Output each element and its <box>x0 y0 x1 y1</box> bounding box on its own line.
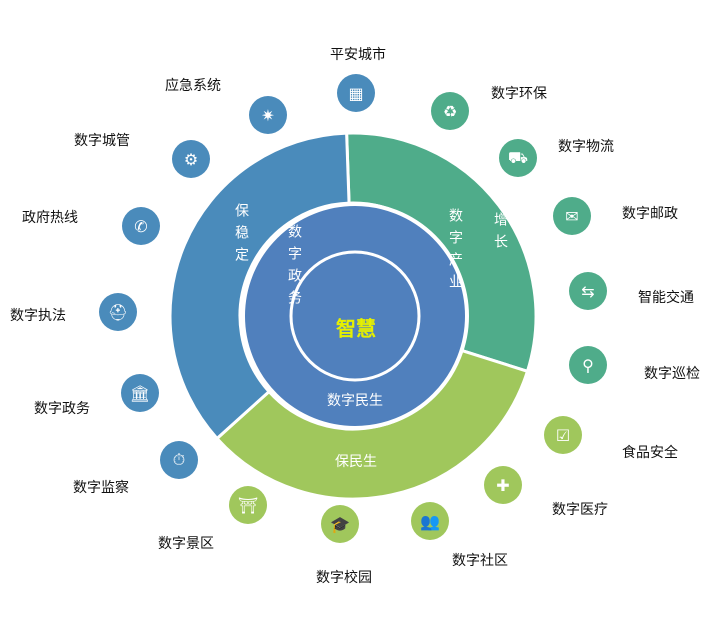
community-people-icon[interactable]: 👥 <box>411 502 449 540</box>
item-label[interactable]: 政府热线 <box>22 210 78 226</box>
item-label[interactable]: 数字校园 <box>316 570 372 586</box>
stopwatch-icon[interactable]: ⏱ <box>160 441 198 479</box>
item-label[interactable]: 应急系统 <box>165 78 221 94</box>
outer-label-stability: 保稳定 <box>233 203 249 269</box>
building-icon[interactable]: ▦ <box>337 74 375 112</box>
item-label[interactable]: 数字政务 <box>34 401 90 417</box>
item-label[interactable]: 数字医疗 <box>552 502 608 518</box>
government-building-icon[interactable]: 🏛 <box>121 374 159 412</box>
item-label[interactable]: 数字巡检 <box>644 366 700 382</box>
police-cap-icon[interactable]: ⛑ <box>99 293 137 331</box>
postal-icon[interactable]: ✉ <box>553 197 591 235</box>
item-label[interactable]: 平安城市 <box>330 47 386 63</box>
center-circle <box>289 250 421 382</box>
item-label[interactable]: 数字城管 <box>74 133 130 149</box>
medical-kit-icon[interactable]: ✚ <box>484 466 522 504</box>
inner-label-digital-livelihood: 数字民生 <box>327 393 383 409</box>
phone-icon[interactable]: ✆ <box>122 207 160 245</box>
item-label[interactable]: 数字监察 <box>73 480 129 496</box>
item-label[interactable]: 数字社区 <box>452 553 508 569</box>
item-label[interactable]: 数字环保 <box>491 86 547 102</box>
alarm-light-icon[interactable]: ✷ <box>249 96 287 134</box>
signpost-icon[interactable]: ⇆ <box>569 272 607 310</box>
outer-label-growth: 增长 <box>492 212 508 256</box>
pavilion-icon[interactable]: ⛩ <box>229 486 267 524</box>
item-label[interactable]: 数字邮政 <box>622 206 678 222</box>
item-label[interactable]: 数字执法 <box>10 308 66 324</box>
segment-stability <box>168 131 351 441</box>
item-label[interactable]: 食品安全 <box>622 445 678 461</box>
item-label[interactable]: 数字物流 <box>558 139 614 155</box>
center-title: 智慧 <box>336 316 376 341</box>
truck-icon[interactable]: ⛟ <box>499 139 537 177</box>
outer-label-livelihood: 保民生 <box>335 454 377 470</box>
search-icon[interactable]: ⚲ <box>569 346 607 384</box>
item-label[interactable]: 智能交通 <box>638 290 694 306</box>
item-label[interactable]: 数字景区 <box>158 536 214 552</box>
gear-icon[interactable]: ⚙ <box>172 140 210 178</box>
recycle-icon[interactable]: ♻ <box>431 92 469 130</box>
graduation-cap-icon[interactable]: 🎓 <box>321 505 359 543</box>
check-shield-icon[interactable]: ☑ <box>544 416 582 454</box>
inner-label-digital-industry: 数字产业 <box>447 208 463 296</box>
inner-label-digital-gov: 数字政务 <box>286 224 302 312</box>
